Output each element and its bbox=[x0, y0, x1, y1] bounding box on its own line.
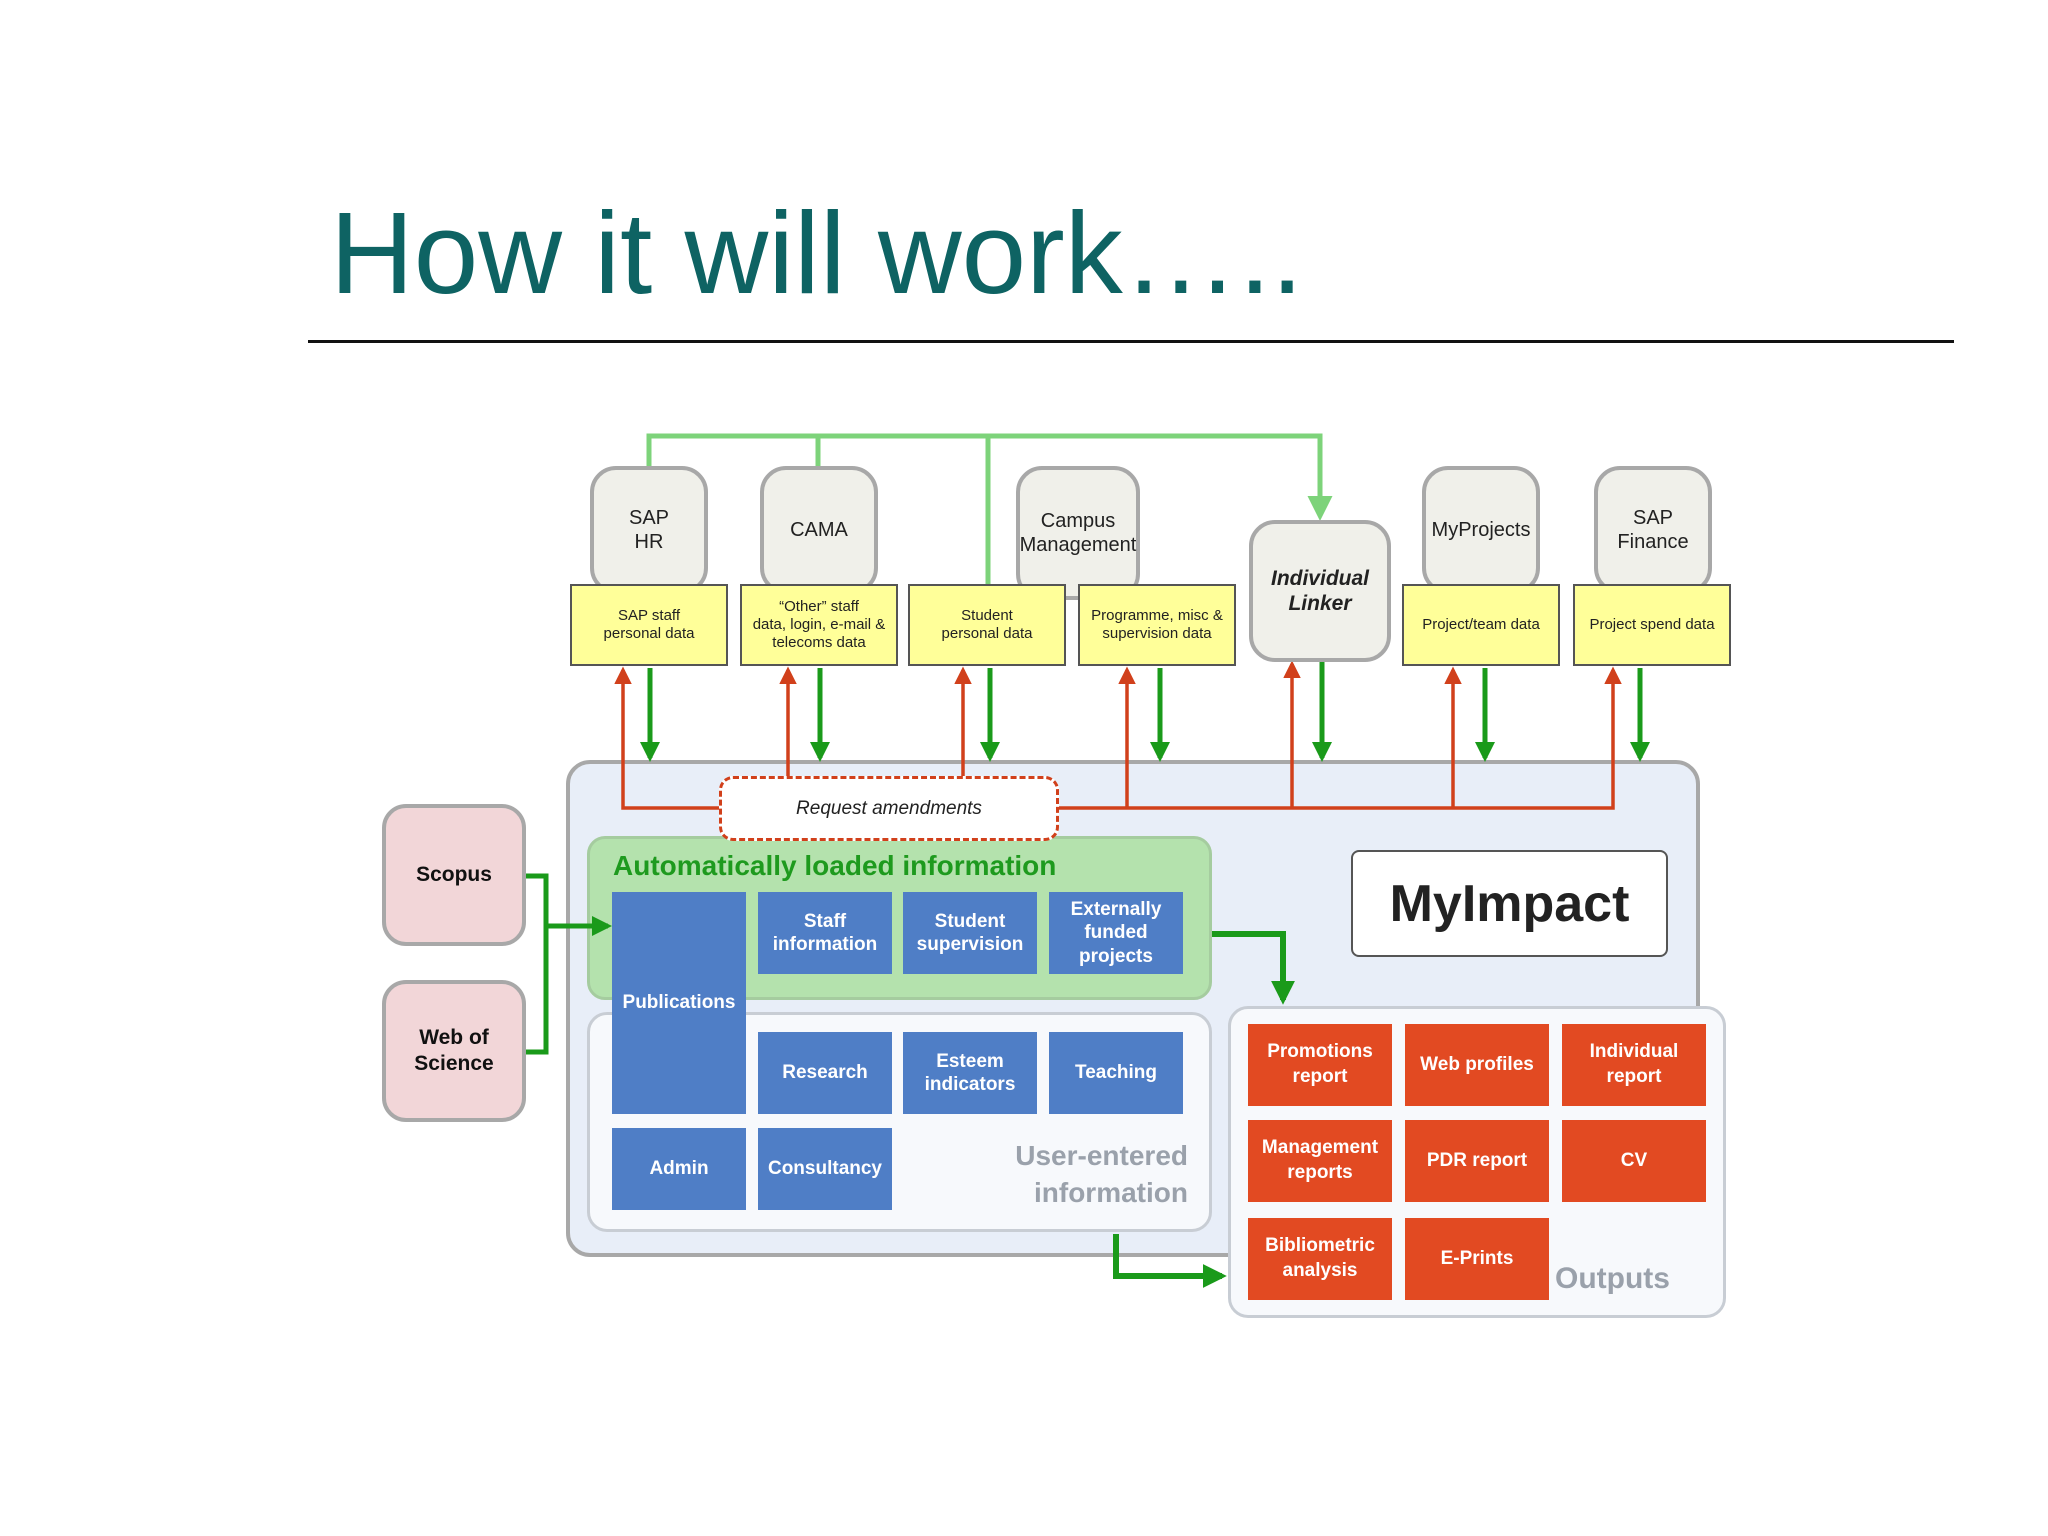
publications-module: Publications bbox=[612, 892, 746, 1114]
individual-report-output: Individual report bbox=[1562, 1024, 1706, 1106]
campus-management-system: Campus Management bbox=[1016, 466, 1140, 600]
web-of-science-source: Web of Science bbox=[382, 980, 526, 1122]
project-spend-data: Project spend data bbox=[1573, 584, 1731, 666]
esteem-indicators-module: Esteem indicators bbox=[903, 1032, 1037, 1114]
web-profiles-output: Web profiles bbox=[1405, 1024, 1549, 1106]
other-staff-data: “Other” staff data, login, e-mail & tele… bbox=[740, 584, 898, 666]
external-source-arrows bbox=[526, 873, 612, 1055]
scopus-source: Scopus bbox=[382, 804, 526, 946]
cama-system: CAMA bbox=[760, 466, 878, 594]
pdr-report-output: PDR report bbox=[1405, 1120, 1549, 1202]
output-arrows bbox=[1113, 931, 1295, 1288]
sap-staff-data: SAP staff personal data bbox=[570, 584, 728, 666]
sap-finance-system: SAP Finance bbox=[1594, 466, 1712, 594]
outputs-label: Outputs bbox=[1555, 1262, 1670, 1295]
e-prints-output: E-Prints bbox=[1405, 1218, 1549, 1300]
admin-module: Admin bbox=[612, 1128, 746, 1210]
promotions-report-output: Promotions report bbox=[1248, 1024, 1392, 1106]
programme-data: Programme, misc & supervision data bbox=[1078, 584, 1236, 666]
request-amendments: Request amendments bbox=[719, 776, 1059, 841]
feed-arrows bbox=[640, 662, 1650, 762]
consultancy-module: Consultancy bbox=[758, 1128, 892, 1210]
bibliometric-analysis-output: Bibliometric analysis bbox=[1248, 1218, 1392, 1300]
sap-hr-system: SAP HR bbox=[590, 466, 708, 594]
user-entered-label: User-entered information bbox=[1015, 1140, 1188, 1208]
cv-output: CV bbox=[1562, 1120, 1706, 1202]
title-divider bbox=[308, 340, 1954, 343]
myimpact-title: MyImpact bbox=[1351, 850, 1668, 957]
student-supervision-module: Student supervision bbox=[903, 892, 1037, 974]
research-module: Research bbox=[758, 1032, 892, 1114]
management-reports-output: Management reports bbox=[1248, 1120, 1392, 1202]
teaching-module: Teaching bbox=[1049, 1032, 1183, 1114]
staff-information-module: Staff information bbox=[758, 892, 892, 974]
individual-linker-system: Individual Linker bbox=[1249, 520, 1391, 662]
project-team-data: Project/team data bbox=[1402, 584, 1560, 666]
student-personal-data: Student personal data bbox=[908, 584, 1066, 666]
linker-bus bbox=[646, 433, 1333, 585]
myprojects-system: MyProjects bbox=[1422, 466, 1540, 594]
amendment-arrows bbox=[614, 660, 1622, 810]
externally-funded-projects-module: Externally funded projects bbox=[1049, 892, 1183, 974]
slide-title: How it will work….. bbox=[330, 188, 1304, 318]
auto-loaded-label: Automatically loaded information bbox=[613, 850, 1057, 881]
